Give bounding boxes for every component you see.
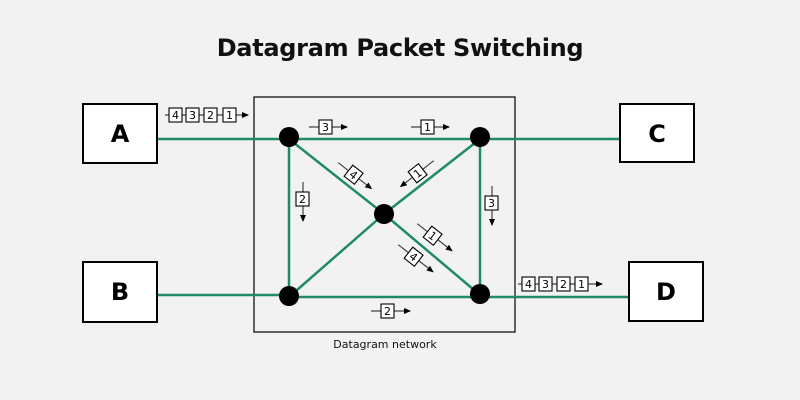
svg-text:1: 1	[226, 109, 233, 122]
host-b-label: B	[111, 278, 129, 306]
svg-text:1: 1	[578, 278, 585, 291]
router-top-left[interactable]	[279, 127, 299, 147]
packet: 2	[203, 107, 218, 123]
host-a-label: A	[111, 120, 130, 148]
svg-text:3: 3	[488, 197, 495, 210]
packet-train-dest: 4 3 2 1	[518, 276, 603, 292]
packet-in-transit-2-left: 2	[295, 182, 310, 222]
packet: 3	[538, 276, 553, 292]
host-d-label: D	[656, 278, 676, 306]
packet: 4	[168, 107, 183, 123]
host-d[interactable]: D	[628, 261, 704, 322]
link-tl-center	[288, 138, 385, 215]
svg-text:3: 3	[189, 109, 196, 122]
host-b[interactable]: B	[82, 261, 158, 323]
packet-in-transit-1-top: 1	[411, 119, 450, 135]
packet: 1	[222, 107, 237, 123]
packet: 4	[521, 276, 536, 292]
link-center-br	[383, 213, 481, 296]
packet-in-transit-1-diag-in: 1	[399, 160, 435, 188]
packet-in-transit-4-diag: 4	[337, 162, 373, 190]
svg-text:3: 3	[322, 121, 329, 134]
svg-text:4: 4	[172, 109, 179, 122]
link-center-bl	[288, 213, 385, 298]
packet: 1	[574, 276, 589, 292]
svg-text:2: 2	[207, 109, 214, 122]
link-tr-center	[383, 138, 481, 215]
svg-text:4: 4	[525, 278, 532, 291]
network-boundary	[253, 96, 516, 333]
svg-text:2: 2	[384, 305, 391, 318]
router-top-right[interactable]	[470, 127, 490, 147]
host-c-label: C	[648, 120, 666, 148]
packet: 2	[556, 276, 571, 292]
packet-train-source: 4 3 2 1	[165, 107, 249, 123]
svg-text:3: 3	[542, 278, 549, 291]
network-label: Datagram network	[333, 338, 437, 351]
svg-text:2: 2	[560, 278, 567, 291]
packet-in-transit-3-top: 3	[309, 119, 348, 135]
packet-in-transit-4-diag-out: 4	[397, 244, 434, 273]
packet: 3	[185, 107, 200, 123]
packet-in-transit-1-diag-out: 1	[416, 223, 453, 252]
svg-text:1: 1	[424, 121, 431, 134]
links-group	[158, 137, 628, 299]
svg-text:2: 2	[299, 193, 306, 206]
diagram-title: Datagram Packet Switching	[216, 34, 584, 62]
router-center[interactable]	[374, 204, 394, 224]
router-bottom-left[interactable]	[279, 286, 299, 306]
packet-in-transit-3-right: 3	[484, 186, 499, 226]
packet-in-transit-2-bottom: 2	[371, 303, 411, 319]
host-a[interactable]: A	[82, 103, 158, 164]
router-bottom-right[interactable]	[470, 284, 490, 304]
host-c[interactable]: C	[619, 103, 695, 163]
